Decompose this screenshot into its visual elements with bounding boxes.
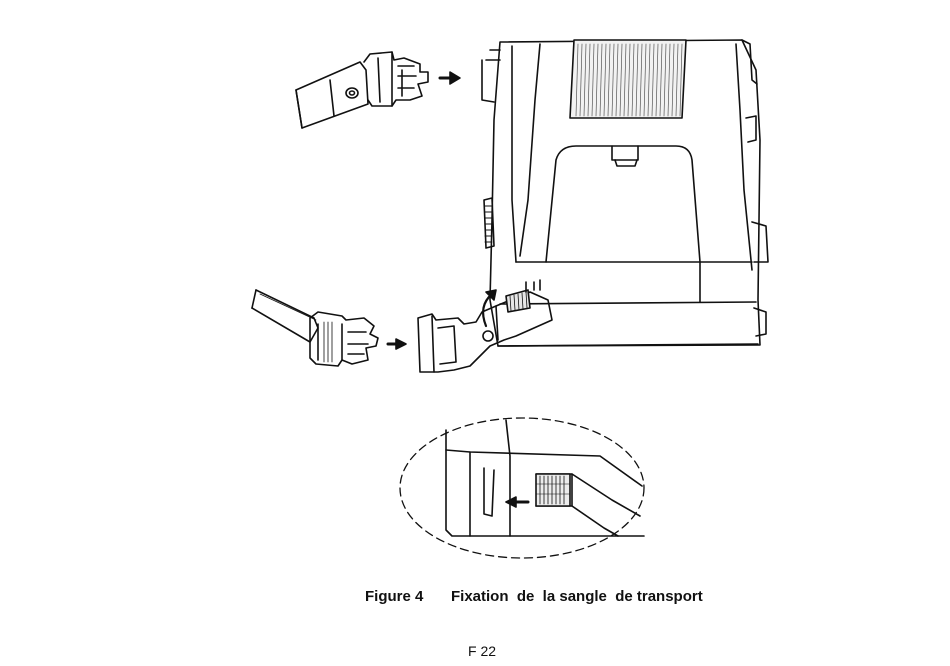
detail-zoom-ellipse	[400, 418, 644, 558]
female-buckle-on-device	[418, 280, 552, 372]
detail-latch-closeup	[446, 420, 644, 536]
top-strap-buckle	[296, 52, 428, 128]
figure-label: Figure 4	[365, 588, 451, 605]
top-arrow-icon	[440, 72, 460, 84]
figure-title: Fixation de la sangle de transport	[451, 588, 703, 605]
front-arch-panel	[546, 146, 700, 262]
bottom-strap-male-buckle	[252, 290, 378, 366]
speaker-grille	[570, 40, 686, 118]
bottom-arrow-icon	[388, 339, 406, 349]
page-number: F 22	[468, 643, 496, 659]
